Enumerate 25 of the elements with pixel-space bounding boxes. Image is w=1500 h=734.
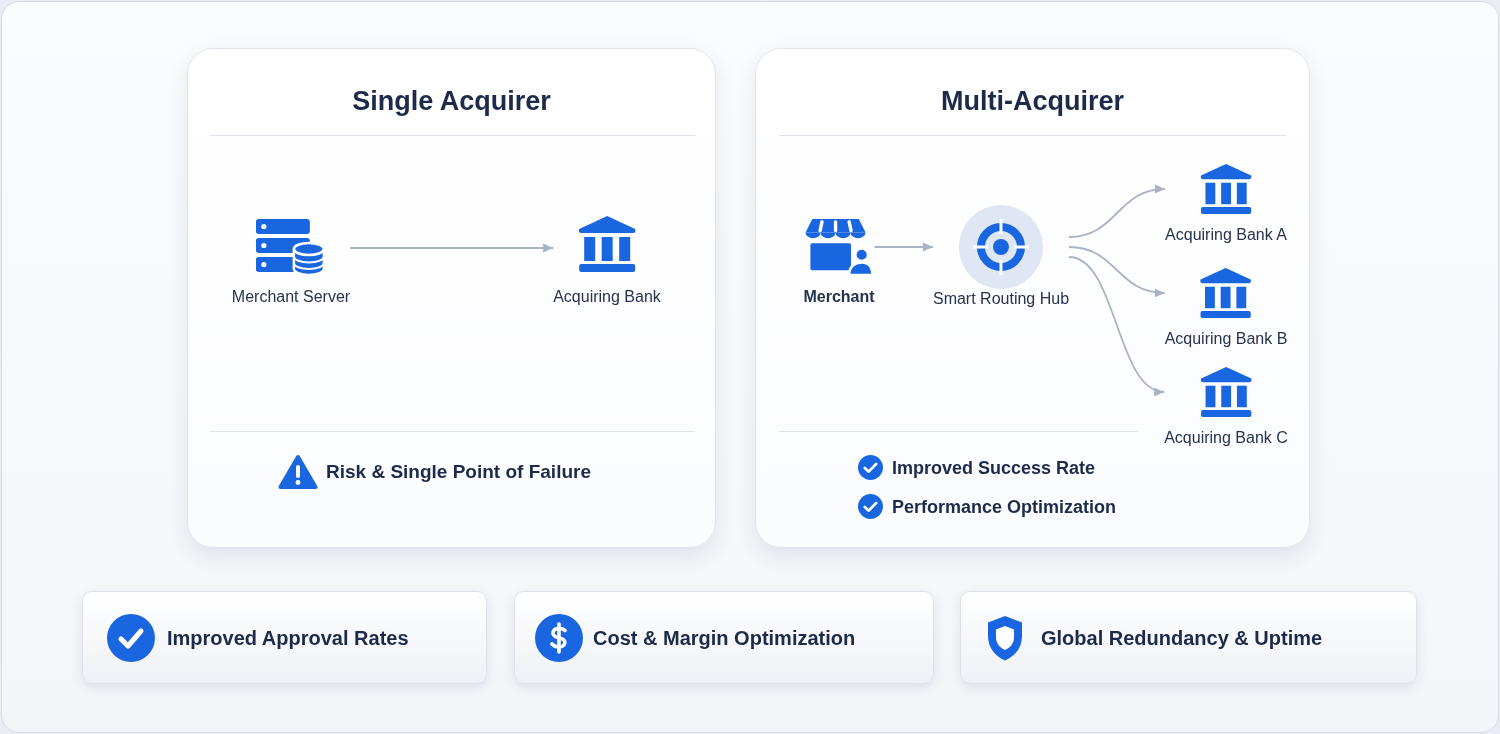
arrow	[1068, 185, 1166, 238]
note-text: Improved Success Rate	[892, 456, 1096, 480]
arrow	[1068, 246, 1166, 297]
node-label: Smart Routing Hub	[932, 289, 1070, 309]
node-label: Merchant Server	[231, 287, 351, 307]
panel-title: Multi-Acquirer	[941, 85, 1124, 117]
feature-card	[82, 591, 487, 684]
card-label: Improved Approval Rates	[167, 625, 409, 650]
arrow	[873, 242, 934, 252]
note-text: Risk & Single Point of Failure	[326, 460, 591, 484]
arrow	[1068, 256, 1166, 394]
node-label: Merchant	[803, 287, 875, 307]
node-label: Acquiring Bank A	[1165, 225, 1287, 245]
feature-card	[514, 591, 934, 684]
card-label: Global Redundancy & Uptime	[1041, 625, 1323, 650]
panel-title: Single Acquirer	[352, 85, 551, 117]
panel-card	[755, 48, 1310, 548]
panel-card	[187, 48, 716, 548]
note-text: Performance Optimization	[892, 495, 1117, 519]
node-label: Acquiring Bank B	[1164, 329, 1288, 349]
card-label: Cost & Margin Optimization	[593, 625, 856, 650]
node-label: Acquiring Bank C	[1164, 428, 1288, 448]
feature-card	[960, 591, 1417, 684]
node-label: Acquiring Bank	[553, 287, 661, 307]
arrow	[349, 243, 555, 253]
